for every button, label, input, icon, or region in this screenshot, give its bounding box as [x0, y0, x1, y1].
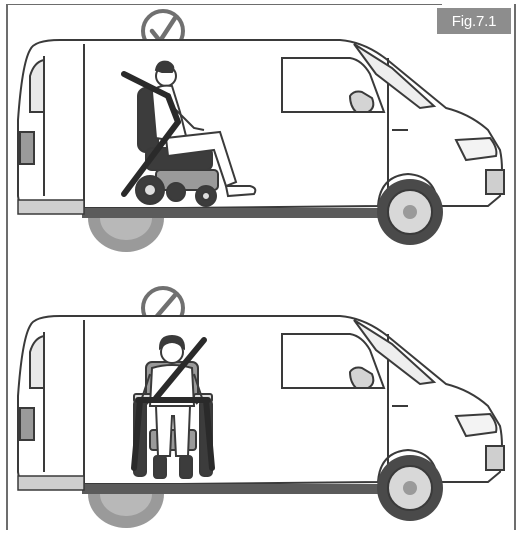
front-wheel	[377, 179, 443, 245]
van-panel-incorrect	[0, 270, 524, 535]
van-body	[18, 40, 504, 210]
rear-wheel	[88, 218, 164, 252]
van-body	[18, 316, 504, 486]
van-panel-correct	[0, 0, 524, 265]
rear-step	[18, 200, 84, 214]
rear-wheel	[88, 494, 164, 528]
rear-step	[18, 476, 84, 490]
front-wheel	[377, 455, 443, 521]
